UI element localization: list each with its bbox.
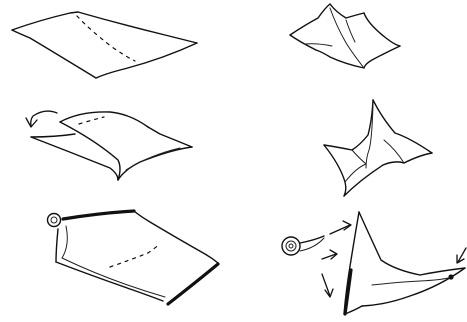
step-3-tape-edges <box>48 211 219 304</box>
step-1-flat-sheet <box>12 12 197 78</box>
step-5-raised-point <box>324 100 432 196</box>
marker-dot <box>448 274 453 279</box>
tape-strip-bottom <box>168 264 218 304</box>
tape-strip-top <box>63 211 134 219</box>
curved-arrow-icon <box>31 111 57 126</box>
step-2-fold-over <box>26 111 192 180</box>
arrow-icon <box>330 225 350 234</box>
tape-roll-icon <box>48 214 61 227</box>
fold-line-dashed <box>79 117 104 124</box>
step-6-final-shape <box>282 212 466 314</box>
fold-line-dashed <box>110 244 160 267</box>
step-4-pinched-peak <box>290 4 400 68</box>
tape-roll-icon <box>282 237 300 255</box>
fold-line-dashed <box>77 16 135 61</box>
arrow-icon <box>322 274 330 296</box>
